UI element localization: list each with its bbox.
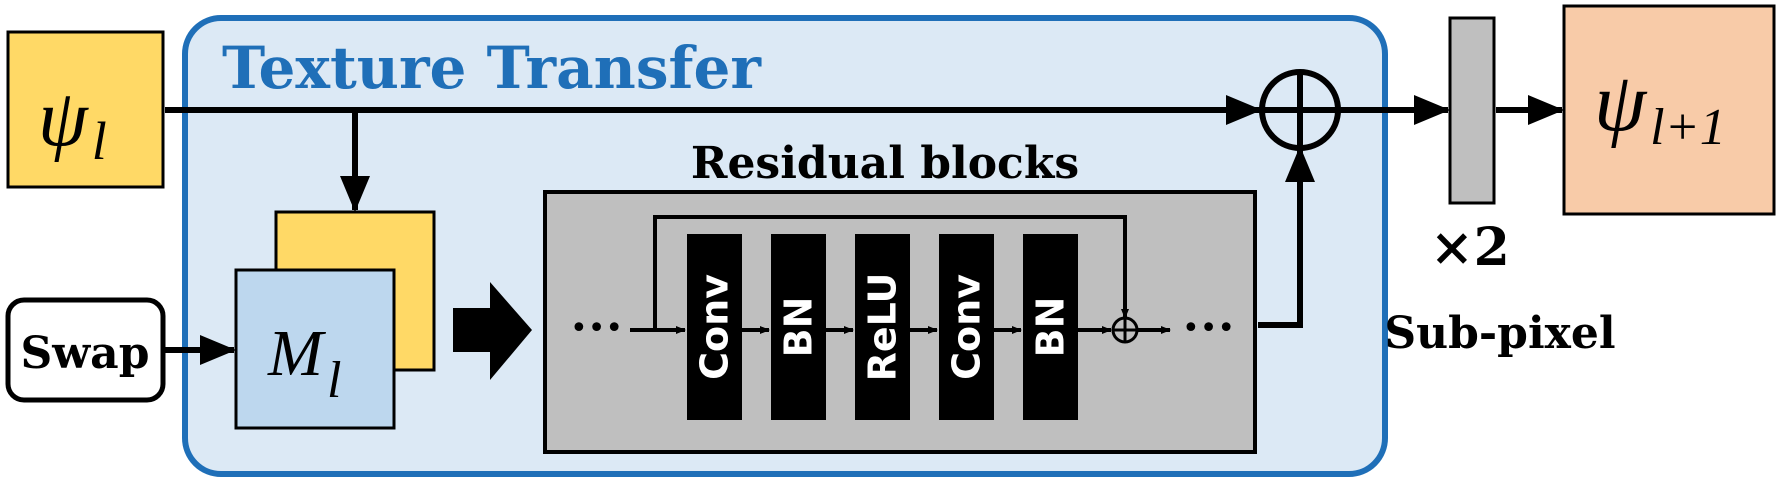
- residual-blocks-title: Residual blocks: [691, 138, 1079, 189]
- swap-box: [5, 297, 166, 403]
- layer-label-5: BN: [1029, 297, 1073, 358]
- swap-label: Swap: [21, 328, 150, 379]
- swapped-map-label: Ml: [267, 317, 341, 409]
- residual-layers: Conv BN ReLU Conv BN: [630, 234, 1112, 420]
- residual-ellipsis-left: •••: [570, 311, 623, 346]
- layer-block-relu-3: [855, 234, 910, 420]
- layer-label-4: Conv: [945, 274, 989, 380]
- layer-label-3: ReLU: [861, 273, 905, 382]
- output-feature-box: [1562, 4, 1776, 216]
- block-arrow-to-residual: [453, 282, 532, 380]
- layer-block-bn-5: [1023, 234, 1078, 420]
- inner-skip-connection: [653, 215, 1129, 330]
- layer-block-bn-2: [771, 234, 826, 420]
- layer-block-conv-1: [687, 234, 742, 420]
- input-feature-box: [6, 30, 165, 189]
- residual-ellipsis-right: •••: [1182, 311, 1235, 346]
- input-feature-label: ψl: [38, 75, 107, 171]
- layer-label-2: BN: [777, 297, 821, 358]
- subpixel-label: Sub-pixel: [1384, 308, 1615, 359]
- texture-transfer-title: Texture Transfer: [222, 34, 762, 102]
- layer-label-1: Conv: [693, 274, 737, 380]
- subpixel-bar: [1448, 16, 1496, 205]
- output-feature-label: ψl+1: [1594, 56, 1726, 156]
- swapped-map-box: [234, 268, 396, 430]
- upsample-factor: ×2: [1430, 217, 1510, 278]
- layer-block-conv-4: [939, 234, 994, 420]
- residual-output-arrow: [1258, 146, 1315, 328]
